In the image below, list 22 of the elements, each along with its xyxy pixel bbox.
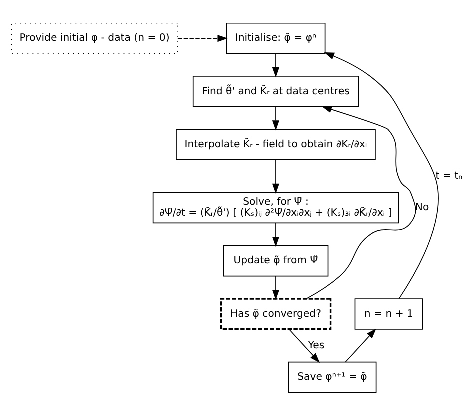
edge-label: No [415, 202, 430, 214]
arrow [272, 53, 280, 78]
node-box: n = n + 1 [354, 298, 424, 330]
arrow [345, 328, 376, 362]
arrow [272, 276, 280, 300]
node-box: Interpolate K̃ᵣ - field to obtain ∂Kᵣ/∂xᵢ [176, 128, 376, 160]
node-box: Initialise: φ̃ = φⁿ [226, 22, 326, 54]
arrow [272, 159, 280, 194]
arrow [272, 106, 280, 130]
node-box: Has φ̃ converged? [220, 298, 332, 330]
node-box: Save φⁿ⁺¹ = φ̃ [288, 361, 377, 393]
arrow [288, 328, 320, 363]
edge-label: Yes [308, 340, 325, 351]
arrow [272, 222, 280, 247]
arrow [324, 52, 440, 299]
node-box: Update φ̃ from Ψ̃ [223, 245, 329, 276]
node-box: Solve, for Ψ̃ : ∂Ψ̃/∂t = (K̃ᵣ/θ̃') [ (Kₛ)ᵢⱼ ∂²Ψ̃/∂xᵢ∂xⱼ + (Kₛ)₃ᵢ ∂K̃ᵣ/∂xᵢ ] [152, 192, 400, 224]
node-box: Provide initial φ - data (n = 0) [11, 22, 178, 54]
edge-label: t = tₙ [436, 170, 463, 182]
arrow [306, 106, 416, 299]
node-box: Find θ̃' and K̃ᵣ at data centres [192, 76, 360, 107]
arrow [178, 34, 228, 42]
